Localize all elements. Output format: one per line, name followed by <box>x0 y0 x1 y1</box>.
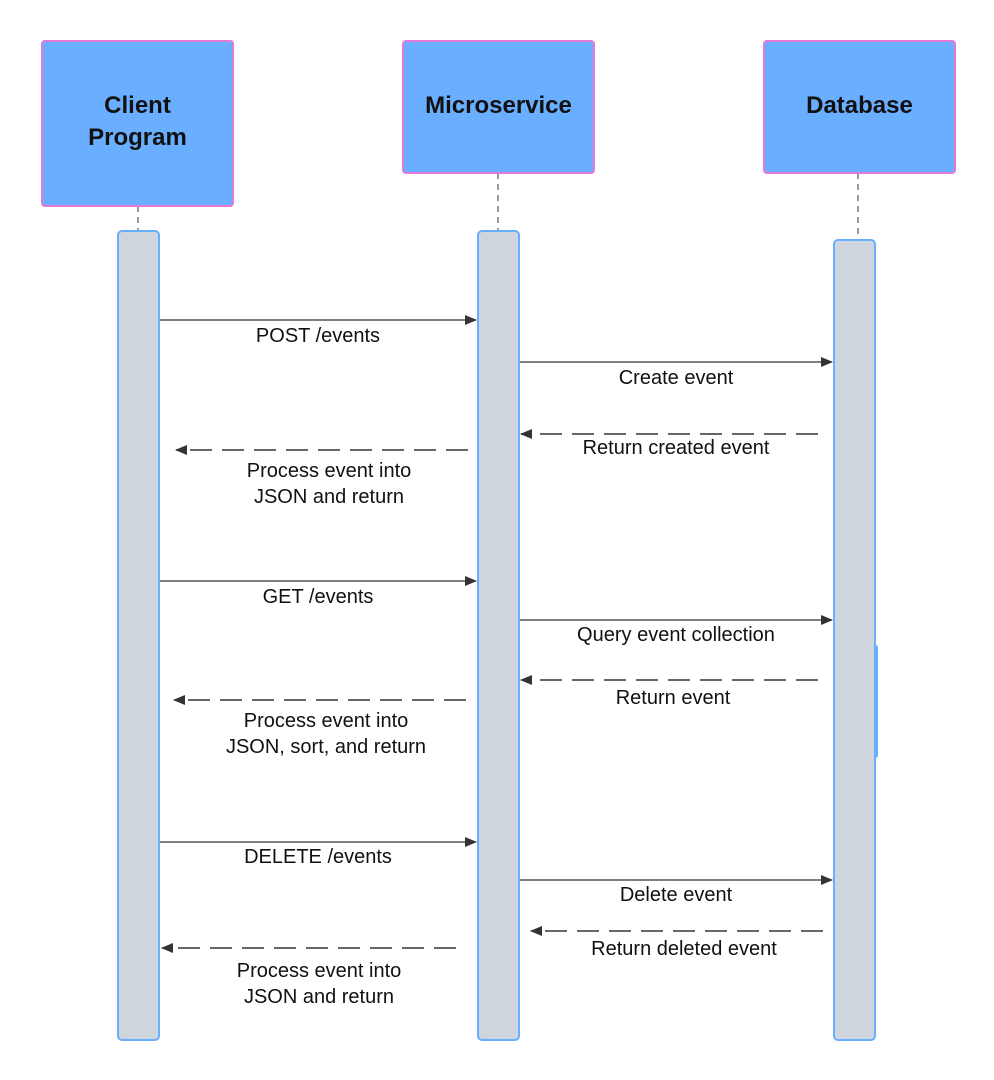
message-label-6: Query event collection <box>577 624 775 646</box>
actor-database[interactable]: Database <box>763 40 956 174</box>
activation-bar-microservice <box>477 230 520 1041</box>
message-5: GET /events <box>160 576 477 608</box>
message-label-4: JSON and return <box>254 486 404 508</box>
message-label-4: Process event into <box>247 460 412 482</box>
message-label-7: Return event <box>616 687 731 709</box>
actor-label-client: Client <box>104 92 171 119</box>
message-label-5: GET /events <box>263 586 374 608</box>
message-9: DELETE /events <box>160 837 477 868</box>
message-label-1: POST /events <box>256 325 380 347</box>
actor-box-microservice <box>402 40 595 174</box>
message-10: Delete event <box>520 875 833 906</box>
message-label-12: Process event into <box>237 960 402 982</box>
actor-microservice[interactable]: Microservice <box>402 40 595 174</box>
message-label-12: JSON and return <box>244 986 394 1008</box>
message-label-10: Delete event <box>620 884 733 906</box>
message-7: Return event <box>520 675 818 709</box>
actor-label-client: Program <box>88 124 187 151</box>
message-label-3: Return created event <box>583 437 770 459</box>
message-label-2: Create event <box>619 367 734 389</box>
activation-bar-database <box>833 239 876 1041</box>
message-2: Create event <box>520 357 833 389</box>
actor-box-client <box>41 40 234 207</box>
message-label-11: Return deleted event <box>591 938 777 960</box>
activation-bump-database <box>874 644 878 759</box>
message-6: Query event collection <box>520 615 833 646</box>
actor-label-database: Database <box>806 92 913 119</box>
activation-bar-client <box>117 230 160 1041</box>
message-3: Return created event <box>520 429 818 459</box>
actor-box-database <box>763 40 956 174</box>
message-1: POST /events <box>160 315 477 347</box>
message-label-8: JSON, sort, and return <box>226 736 426 758</box>
message-11: Return deleted event <box>530 926 823 960</box>
message-label-8: Process event into <box>244 710 409 732</box>
actor-label-microservice: Microservice <box>425 92 572 119</box>
message-label-9: DELETE /events <box>244 846 392 868</box>
